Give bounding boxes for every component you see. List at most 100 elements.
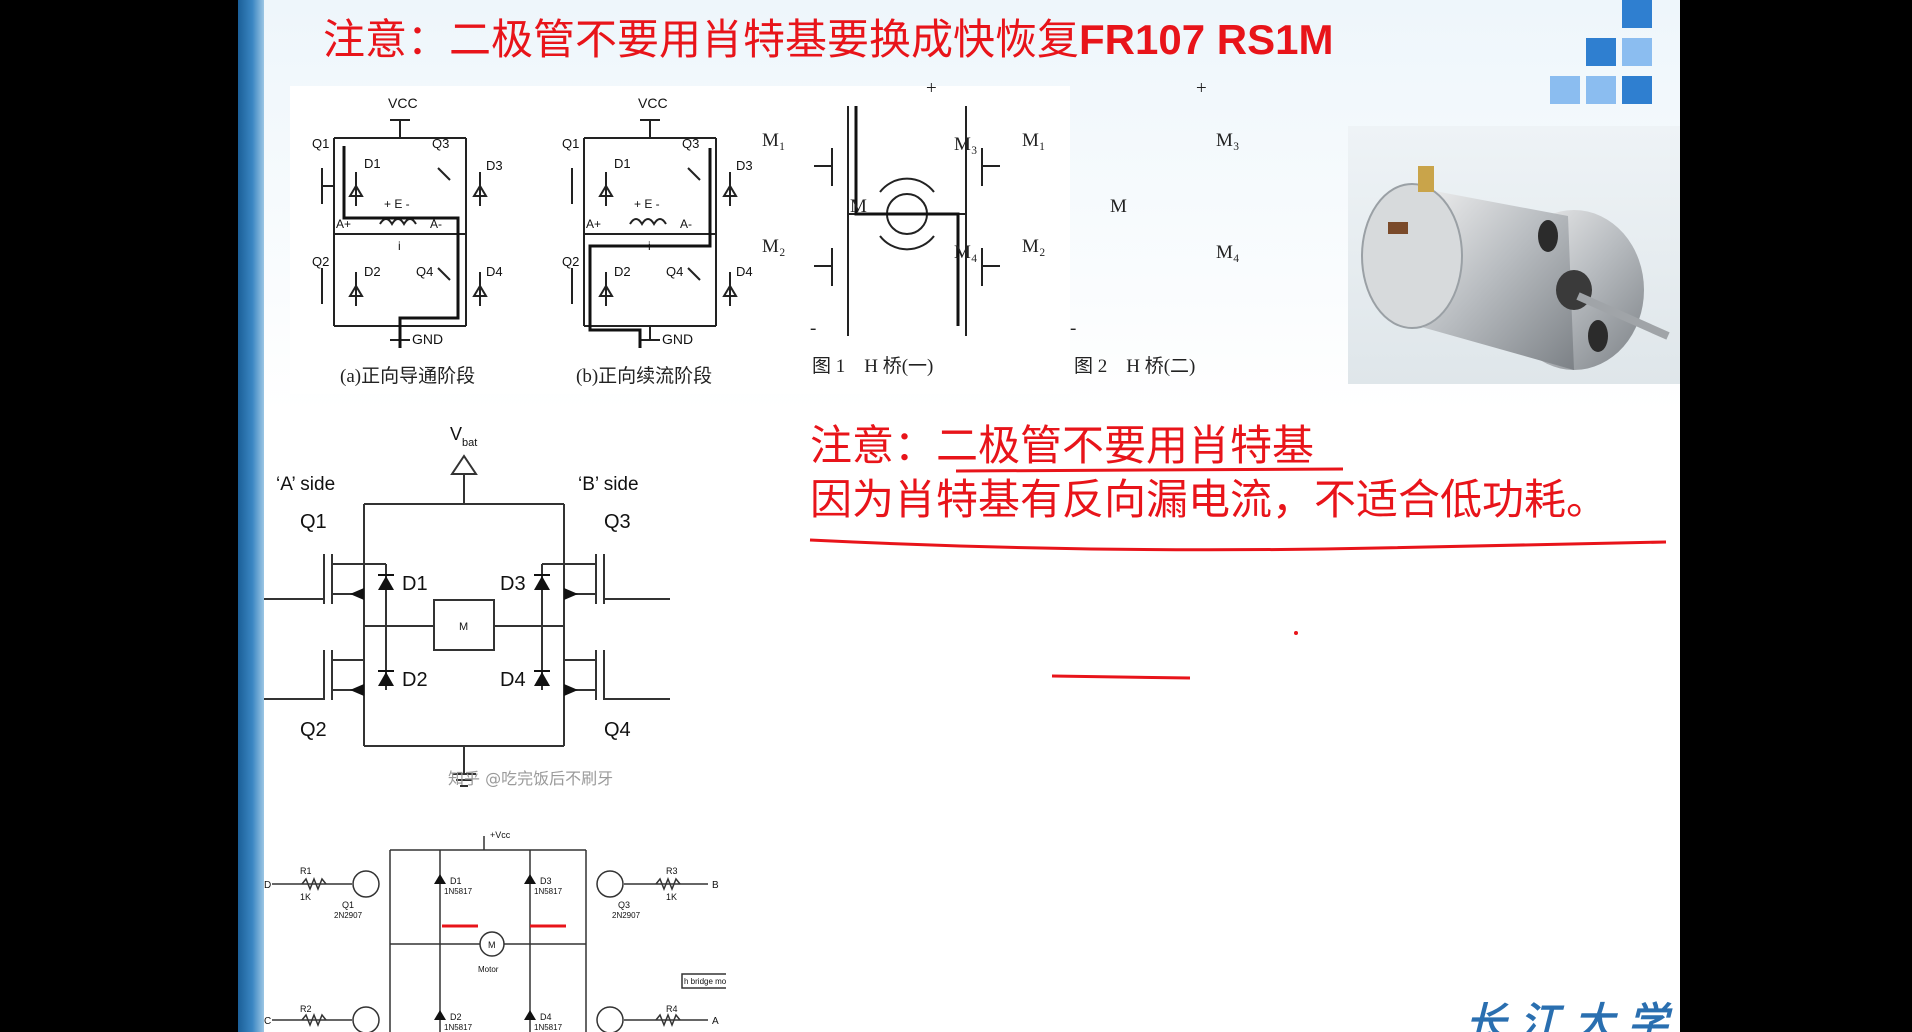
q3-label-a: Q3	[432, 136, 449, 151]
q2-label-b: Q2	[562, 254, 579, 269]
q2-label-a: Q2	[312, 254, 329, 269]
d1-label-bottom: D1	[450, 876, 462, 886]
r4-label: R4	[666, 1004, 678, 1014]
slide-title-en: FR107 RS1M	[1079, 16, 1334, 63]
university-logo: 长江大学	[1466, 999, 1680, 1032]
motor-label: M	[459, 621, 468, 633]
bottom-schematic-panel: +Vcc D C B A R1 1K R2 R3 1K R4 Q1 2N2907…	[264, 822, 726, 1032]
q1-label-a: Q1	[312, 136, 329, 151]
dc-motor-drawing	[1361, 166, 1670, 370]
slide-title-cn: 注意：二极管不要用肖特基要换成快恢复	[323, 18, 1080, 64]
d4-label-a: D4	[486, 264, 503, 279]
fig2-caption: 图 2 H 桥(二)	[1074, 355, 1195, 377]
d3-part: 1N5817	[534, 887, 563, 896]
d3-label-a: D3	[486, 158, 503, 173]
schematic-tag: h bridge motor drive	[684, 977, 726, 986]
q2-label: Q2	[300, 719, 327, 741]
annotation-marks	[809, 467, 1667, 680]
a-minus-label-a: A-	[430, 217, 442, 231]
gnd-label-b: GND	[662, 331, 693, 347]
vcc-label-b: VCC	[638, 95, 668, 111]
d4-label-b: D4	[736, 264, 753, 279]
q1-part: 2N2907	[334, 911, 363, 920]
q3-label-b: Q3	[682, 136, 699, 151]
fig2-m3-label: M₃	[1216, 130, 1240, 151]
d1-label-b: D1	[614, 156, 631, 171]
fig2-m2-label: M₂	[1022, 236, 1046, 257]
fig1-m3-label: M₃	[954, 134, 978, 155]
fig1-caption: 图 1 H 桥(一)	[812, 355, 933, 377]
d3-label-b: D3	[736, 158, 753, 173]
mid-hbridge-panel: V bat ‘A’ side ‘B’ side Q1 Q2 Q3 Q4 D1 D…	[264, 414, 670, 810]
fig2-minus-label: -	[1070, 318, 1076, 339]
d2-label-b: D2	[614, 264, 631, 279]
dash-mark	[1051, 674, 1191, 680]
a-plus-label-a: A+	[336, 217, 351, 231]
fig1-plus-label: +	[926, 78, 937, 99]
pin-d-label: D	[264, 880, 271, 891]
fig1-m1-label: M₁	[762, 130, 786, 151]
a-side-label: ‘A’ side	[276, 474, 335, 495]
fig-labels-svg: M₁ M₂ M₃ M₄ M + - 图 1 H 桥(一) M₁ M₂ M₃ M₄…	[762, 78, 1240, 377]
d1-label: D1	[402, 573, 428, 595]
slide-left-band	[238, 0, 264, 1032]
r3-value: 1K	[666, 892, 677, 902]
r1-value: 1K	[300, 892, 311, 902]
fig1-m4-label: M₄	[954, 242, 978, 263]
pin-b-label: B	[712, 880, 719, 891]
q1-label-bottom: Q1	[342, 900, 354, 910]
vbat-subscript: bat	[462, 437, 477, 449]
emf-label-b: + E -	[634, 197, 660, 211]
slide-title: 注意：二极管不要用肖特基要换成快恢复FR107 RS1M	[323, 6, 1333, 67]
pin-a-label: A	[712, 1016, 719, 1027]
q4-label-a: Q4	[416, 264, 433, 279]
corner-decoration	[1540, 0, 1680, 110]
a-plus-label-b: A+	[586, 217, 601, 231]
q3-label: Q3	[604, 511, 631, 533]
dc-motor-photo	[1348, 126, 1680, 384]
q1-label-b: Q1	[562, 136, 579, 151]
annotation-note: 注意：二极管不要用肖特基 因为肖特基有反向漏电流，不适合低功耗。	[810, 420, 1608, 528]
mid-hbridge-svg: V bat ‘A’ side ‘B’ side Q1 Q2 Q3 Q4 D1 D…	[264, 424, 670, 788]
top-diagram-panel: VCC VCC GND GND Q1 Q2 Q3 Q4 D1 D2 D3 D4 …	[290, 86, 1231, 394]
d2-label-bottom: D2	[450, 1012, 462, 1022]
motor-caption: Motor	[478, 965, 499, 974]
bottom-schematic-svg: +Vcc D C B A R1 1K R2 R3 1K R4 Q1 2N2907…	[264, 830, 726, 1032]
fig1-minus-label: -	[810, 318, 816, 339]
pin-c-label: C	[264, 1016, 271, 1027]
current-label-a: i	[398, 239, 401, 253]
caption-a: (a)正向导通阶段	[340, 365, 475, 387]
d1-label-a: D1	[364, 156, 381, 171]
d4-label-bottom: D4	[540, 1012, 552, 1022]
note-line-1: 注意：二极管不要用肖特基	[810, 424, 1315, 470]
underline-mark-2	[809, 538, 1667, 552]
fig2-m1-label: M₁	[1022, 130, 1046, 151]
q1-label: Q1	[300, 511, 327, 533]
q3-part: 2N2907	[612, 911, 641, 920]
fig2-plus-label: +	[1196, 78, 1207, 99]
top-diagram-labels: VCC VCC GND GND Q1 Q2 Q3 Q4 D1 D2 D3 D4 …	[312, 95, 753, 387]
d3-label-bottom: D3	[540, 876, 552, 886]
vbat-label: V	[450, 424, 462, 444]
emf-label-a: + E -	[384, 197, 410, 211]
d2-label-a: D2	[364, 264, 381, 279]
q4-label-b: Q4	[666, 264, 683, 279]
d3-label: D3	[500, 573, 526, 595]
a-minus-label-b: A-	[680, 217, 692, 231]
fig2-motor-label: M	[1110, 196, 1127, 217]
d4-label: D4	[500, 669, 526, 691]
dot-mark	[1294, 631, 1298, 635]
zhihu-watermark: 知乎 @吃完饭后不刷牙	[448, 769, 613, 788]
vcc-rail-label: +Vcc	[490, 830, 511, 840]
r3-label: R3	[666, 866, 678, 876]
slide: 注意：二极管不要用肖特基要换成快恢复FR107 RS1M	[238, 0, 1680, 1032]
d1-part: 1N5817	[444, 887, 473, 896]
q4-label: Q4	[604, 719, 631, 741]
fig1-m2-label: M₂	[762, 236, 786, 257]
motor-m-label: M	[488, 940, 496, 950]
vcc-label-a: VCC	[388, 95, 418, 111]
caption-b: (b)正向续流阶段	[576, 365, 712, 387]
fig2-m4-label: M₄	[1216, 242, 1240, 263]
underline-mark-1	[955, 467, 1344, 473]
note-line-2: 因为肖特基有反向漏电流，不适合低功耗。	[810, 478, 1609, 524]
